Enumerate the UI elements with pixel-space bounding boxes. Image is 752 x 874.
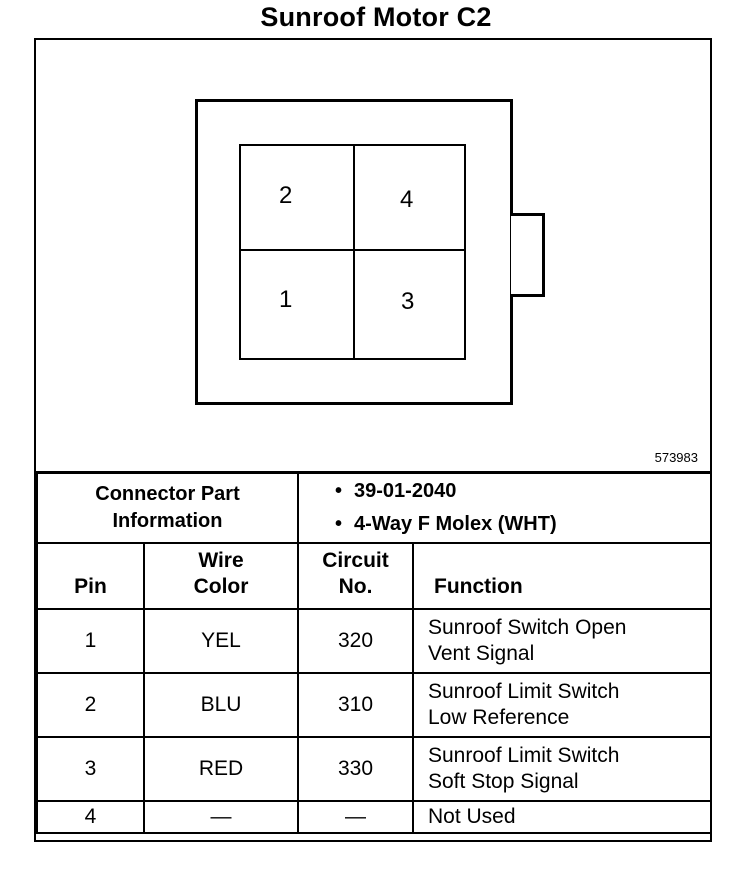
row3-pin: 3 xyxy=(36,736,145,802)
pin-grid: 2 4 1 3 xyxy=(239,144,466,360)
header-function: Function xyxy=(411,542,713,610)
header-circuit-line2: No. xyxy=(338,575,373,598)
table-row: 2 BLU 310 Sunroof Limit Switch Low Refer… xyxy=(36,672,713,738)
connector-frame: 2 4 1 3 573983 Connector Part Informatio… xyxy=(34,38,713,842)
table-row: 4 — — Not Used xyxy=(36,800,713,834)
row3-function: Sunroof Limit Switch Soft Stop Signal xyxy=(411,736,713,802)
connector-info-table: Connector Part Information 39-01-2040 4-… xyxy=(36,471,713,834)
header-wire-color: Wire Color xyxy=(143,542,299,610)
pin-grid-divider-vertical xyxy=(353,146,355,358)
page-title: Sunroof Motor C2 xyxy=(260,2,492,32)
row2-circuit: 310 xyxy=(297,672,414,738)
part-info-values: 39-01-2040 4-Way F Molex (WHT) xyxy=(296,471,713,544)
row4-circuit: — xyxy=(297,800,414,834)
row1-function-line2: Vent Signal xyxy=(428,642,535,665)
row4-function: Not Used xyxy=(411,800,713,834)
connector-latch-tab xyxy=(511,213,545,297)
row2-function-line2: Low Reference xyxy=(428,706,570,729)
table-row: 3 RED 330 Sunroof Limit Switch Soft Stop… xyxy=(36,736,713,802)
row1-function-line1: Sunroof Switch Open xyxy=(428,616,627,639)
row3-color: RED xyxy=(143,736,299,802)
row2-color: BLU xyxy=(143,672,299,738)
header-pin: Pin xyxy=(36,542,145,610)
header-circuit-line1: Circuit xyxy=(322,549,389,572)
part-info-label-line1: Connector Part xyxy=(95,483,240,505)
part-info-row: Connector Part Information 39-01-2040 4-… xyxy=(36,471,713,544)
row4-color: — xyxy=(143,800,299,834)
figure-id: 573983 xyxy=(654,450,698,465)
part-info-label: Connector Part Information xyxy=(36,471,299,544)
part-info-label-line2: Information xyxy=(112,510,223,532)
table-row: 1 YEL 320 Sunroof Switch Open Vent Signa… xyxy=(36,608,713,674)
pin-label-bottom-right: 3 xyxy=(401,288,415,315)
connector-diagram: 2 4 1 3 573983 xyxy=(36,40,710,471)
row3-function-line2: Soft Stop Signal xyxy=(428,770,579,793)
table-header-row: Pin Wire Color Circuit No. Function xyxy=(36,542,713,610)
part-number: 39-01-2040 xyxy=(335,475,709,508)
row2-function-line1: Sunroof Limit Switch xyxy=(428,680,620,703)
pin-grid-divider-horizontal xyxy=(241,249,464,251)
row2-function: Sunroof Limit Switch Low Reference xyxy=(411,672,713,738)
header-circuit: Circuit No. xyxy=(297,542,414,610)
header-wire-line1: Wire xyxy=(198,549,244,572)
pin-label-top-right: 4 xyxy=(400,186,414,213)
row1-function: Sunroof Switch Open Vent Signal xyxy=(411,608,713,674)
row3-circuit: 330 xyxy=(297,736,414,802)
pin-label-top-left: 2 xyxy=(279,182,293,209)
pin-label-bottom-left: 1 xyxy=(279,286,293,313)
header-wire-line2: Color xyxy=(193,575,249,598)
row3-function-line1: Sunroof Limit Switch xyxy=(428,744,620,767)
row4-function-line1: Not Used xyxy=(428,805,516,828)
row1-pin: 1 xyxy=(36,608,145,674)
row2-pin: 2 xyxy=(36,672,145,738)
part-description: 4-Way F Molex (WHT) xyxy=(335,508,709,541)
row1-color: YEL xyxy=(143,608,299,674)
row1-circuit: 320 xyxy=(297,608,414,674)
row4-pin: 4 xyxy=(36,800,145,834)
